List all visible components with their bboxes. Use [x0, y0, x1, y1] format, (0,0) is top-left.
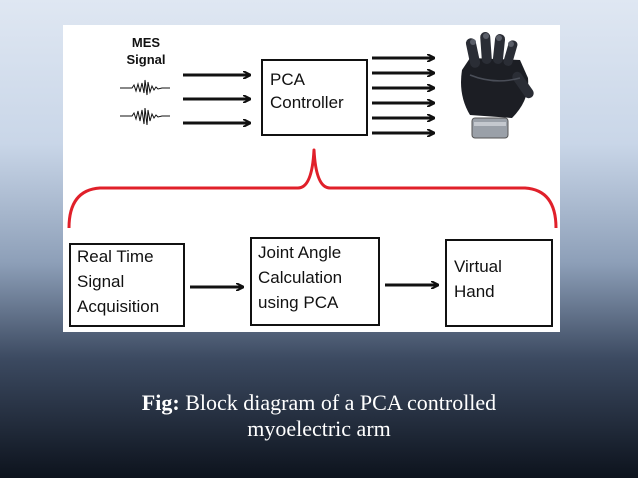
box2-line-2: Calculation — [258, 268, 342, 287]
pca-controller-line-1: PCA — [270, 70, 306, 89]
caption-text-1: Block diagram of a PCA controlled — [185, 390, 497, 415]
pca-controller-line-2: Controller — [270, 93, 344, 112]
signal-acquisition-box — [69, 243, 185, 327]
box1-line-1: Real Time — [77, 247, 154, 266]
box2-line-3: using PCA — [258, 293, 339, 312]
caption-line-2: myoelectric arm — [247, 416, 391, 441]
joint-angle-box — [250, 237, 380, 326]
caption-line-1: Fig: Block diagram of a PCA controlled — [0, 390, 638, 416]
virtual-hand-box — [445, 239, 553, 327]
robotic-hand-image — [461, 32, 534, 139]
pca-controller-box — [261, 59, 368, 136]
box1-line-3: Acquisition — [77, 297, 159, 316]
box1-line-2: Signal — [77, 272, 124, 291]
grouping-brace — [67, 148, 558, 229]
signal-label-mes: MES — [132, 35, 161, 50]
figure-caption: Fig: Block diagram of a PCA controlled m… — [0, 390, 638, 442]
emg-waveform-1 — [120, 79, 170, 96]
box3-line-1: Virtual — [454, 257, 502, 276]
emg-waveform-2 — [120, 107, 170, 126]
caption-prefix: Fig: — [141, 390, 180, 415]
signal-label-signal: Signal — [126, 52, 165, 67]
box2-line-1: Joint Angle — [258, 243, 341, 262]
box3-line-2: Hand — [454, 282, 495, 301]
